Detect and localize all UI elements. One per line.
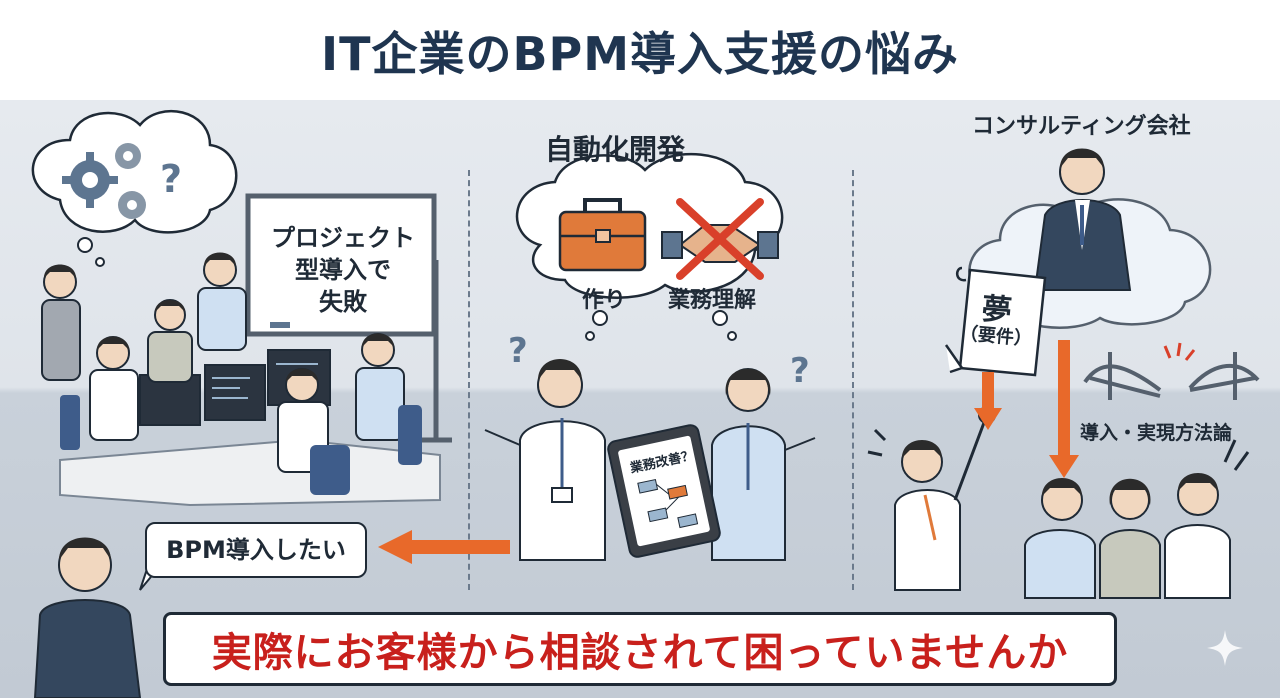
gear-icon: [62, 152, 118, 208]
scroll-document: [944, 266, 1047, 377]
sparkle-icon: [1207, 630, 1243, 666]
thought-label-business-understanding: 業務理解: [668, 288, 757, 313]
developer-woman: [711, 368, 816, 561]
client-worried-woman: [1099, 478, 1161, 599]
client-worried-man: [1164, 473, 1231, 599]
office-chair: [60, 395, 422, 495]
broken-bridge-icon: [1083, 352, 1260, 400]
question-mark-icon: ?: [160, 157, 182, 201]
title-band: [0, 0, 1280, 100]
spark-icon: [1163, 342, 1196, 361]
client-speech-bubble: BPM導入したい: [145, 522, 367, 578]
section-divider-right: [852, 170, 854, 590]
arrow-down-to-client: [974, 372, 1002, 430]
whiteboard: [245, 193, 452, 443]
client-person: [33, 537, 142, 698]
thought-label-build: 作り: [582, 288, 627, 313]
whiteboard-line: プロジェクト: [271, 224, 415, 252]
office-worker: [41, 264, 81, 381]
thought-cloud-gears: [31, 109, 238, 267]
page-title: IT企業のBPM導入支援の悩み: [320, 27, 960, 81]
stress-lines-icon: [867, 428, 1250, 471]
office-worker: [197, 252, 247, 351]
tablet-device: [607, 424, 721, 558]
developer-man: [484, 359, 606, 561]
question-mark-icon: ?: [790, 351, 810, 391]
consultant-man: [1033, 148, 1132, 291]
whiteboard-line: 型導入で: [295, 256, 391, 284]
toolbox-icon: [558, 198, 647, 272]
bridge-label: 導入・実現方法論: [1080, 422, 1233, 444]
gear-icon: [115, 143, 141, 169]
gear-icon: [118, 191, 146, 219]
office-worker: [147, 299, 193, 383]
client-worried-man: [1024, 478, 1096, 599]
section-divider-left: [468, 170, 470, 590]
cross-icon: [676, 198, 764, 280]
section-heading-automation: 自動化開発: [545, 133, 686, 166]
section-heading-consulting: コンサルティング会社: [972, 114, 1191, 139]
office-worker: [89, 336, 139, 441]
bottom-banner: 実際にお客様から相談されて困っていませんか: [163, 612, 1117, 686]
arrow-down-to-clients: [1049, 340, 1079, 478]
office-worker: [355, 333, 405, 441]
client-stressed-man: [894, 406, 996, 591]
arrow-left-to-client: [378, 530, 510, 564]
question-mark-icon: ?: [508, 331, 528, 371]
whiteboard-line: 失敗: [319, 288, 367, 316]
office-worker: [277, 368, 329, 473]
whiteboard-text: プロジェクト 型導入で 失敗: [264, 222, 422, 318]
